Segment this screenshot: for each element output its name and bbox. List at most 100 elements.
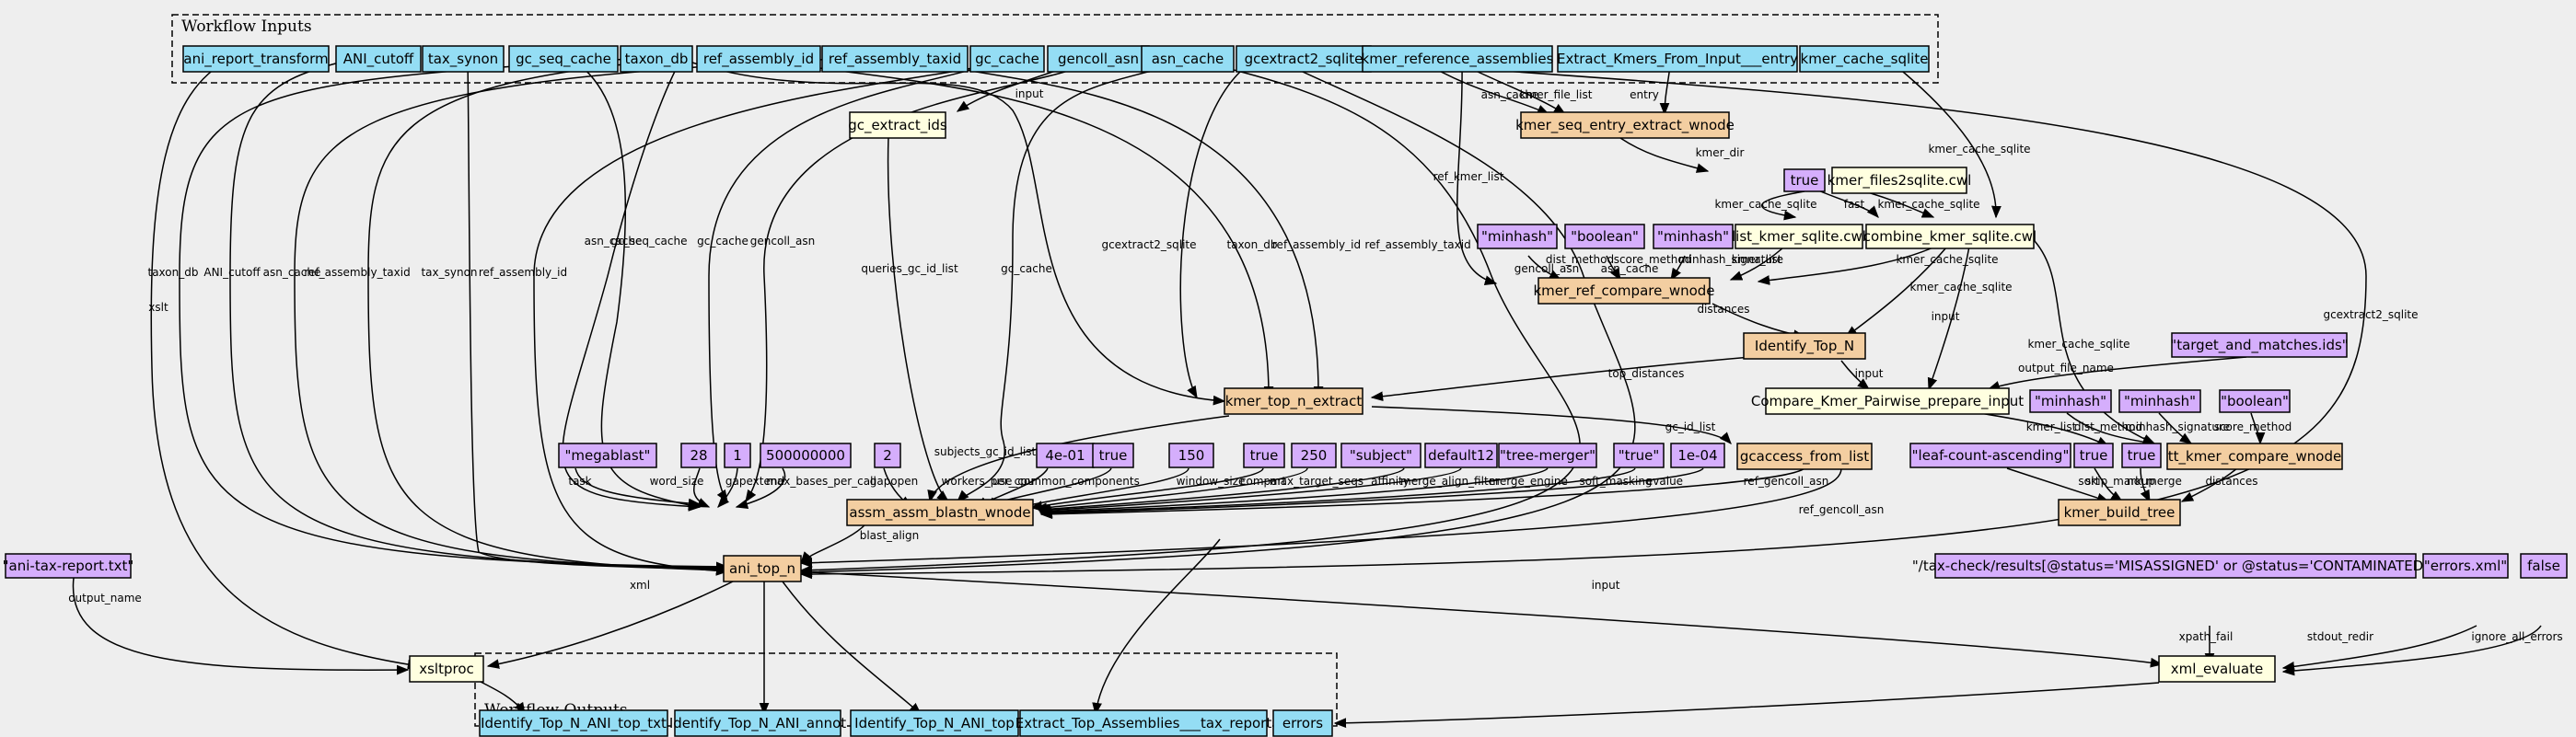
node-c-ani-tax-report[interactable]: "ani-tax-report.txt"	[3, 553, 134, 579]
node-c-subject[interactable]: "subject"	[1340, 443, 1421, 468]
node-c-1[interactable]: 1	[724, 443, 751, 468]
node-c-boolean-2[interactable]: "boolean"	[2219, 389, 2291, 413]
edge-label: word_size	[650, 475, 704, 488]
node-label: Identify_Top_N_ANI_top	[854, 715, 1015, 732]
node-label: "errors.xml"	[2424, 558, 2507, 574]
node-out-annot[interactable]: Identify_Top_N_ANI_annot	[669, 709, 846, 737]
node-kmer-cache-sqlite[interactable]: kmer_cache_sqlite	[1799, 45, 1930, 73]
node-label: errors	[1282, 715, 1323, 731]
node-c-minhash-4[interactable]: "minhash"	[2118, 389, 2201, 413]
edge-label: queries_gc_id_list	[861, 262, 958, 275]
node-label: kmer_files2sqlite.cwl	[1828, 172, 1972, 190]
node-taxon-db[interactable]: taxon_db	[620, 45, 693, 73]
node-c-minhash-1[interactable]: "minhash"	[1477, 224, 1558, 249]
node-c-true-4[interactable]: true	[2073, 443, 2114, 468]
node-gc-seq-cache[interactable]: gc_seq_cache	[508, 45, 619, 73]
node-box	[1865, 224, 2035, 249]
node-label: tt_kmer_compare_wnode	[2168, 448, 2341, 466]
node-c-true-2[interactable]: true	[1092, 443, 1134, 468]
node-asn-cache[interactable]: asn_cache	[1141, 45, 1235, 73]
node-c-leaf-count[interactable]: "leaf-count-ascending"	[1909, 443, 2071, 468]
node-c-megablast[interactable]: "megablast"	[558, 443, 657, 468]
edge-label: score_method	[2214, 420, 2292, 433]
node-ref-assembly-id[interactable]: ref_assembly_id	[696, 45, 821, 73]
node-compare-kmer-pairwise-prepare-input[interactable]: Compare_Kmer_Pairwise_prepare_input	[1751, 387, 2024, 415]
node-label: Identify_Top_N_ANI_top_txt	[481, 715, 667, 732]
node-gc-extract-ids[interactable]: gc_extract_ids	[848, 111, 947, 139]
node-label: "tree-merger"	[1500, 447, 1595, 464]
node-combine-kmer-sqlite[interactable]: combine_kmer_sqlite.cwl	[1863, 224, 2036, 249]
node-ani-top-n[interactable]: ani_top_n	[723, 555, 802, 582]
edge-label: max_bases_per_call	[766, 475, 876, 488]
node-box	[1783, 168, 1826, 192]
node-c-xpath[interactable]: "/tax-check/results[@status='MISASSIGNED…	[1912, 553, 2439, 579]
node-extract-kmers-from-input---entry[interactable]: Extract_Kmers_From_Input___entry	[1557, 45, 1798, 73]
node-c-default12[interactable]: default12	[1424, 443, 1498, 468]
node-ani-report-transform[interactable]: ani_report_transform	[182, 45, 330, 73]
node-gcaccess-from-list[interactable]: gcaccess_from_list	[1736, 443, 1873, 470]
node-xsltproc[interactable]: xsltproc	[409, 655, 484, 683]
node-out-txt[interactable]: Identify_Top_N_ANI_top_txt	[479, 709, 668, 737]
node-out-errors[interactable]: errors	[1272, 709, 1333, 737]
node-list-kmer-sqlite[interactable]: list_kmer_sqlite.cwl	[1732, 224, 1866, 249]
node-label: Extract_Top_Assemblies___tax_report	[1015, 715, 1272, 732]
workflow-inputs-title: Workflow Inputs	[181, 17, 312, 36]
node-c-minhash-3[interactable]: "minhash"	[2029, 389, 2112, 413]
edge-label: taxon_db	[1227, 238, 1278, 251]
node-ani-cutoff[interactable]: ANI_cutoff	[335, 45, 422, 73]
edge-label: affinity	[1371, 475, 1410, 488]
node-kmer-files2sqlite[interactable]: kmer_files2sqlite.cwl	[1828, 167, 1972, 194]
node-gc-cache[interactable]: gc_cache	[969, 45, 1045, 73]
node-ref-assembly-taxid[interactable]: ref_assembly_taxid	[821, 45, 969, 73]
node-kmer-top-n-extract[interactable]: kmer_top_n_extract	[1224, 387, 1363, 415]
node-kmer-ref-compare-wnode[interactable]: kmer_ref_compare_wnode	[1533, 277, 1715, 305]
node-out-top[interactable]: Identify_Top_N_ANI_top	[850, 709, 1019, 737]
node-c-500000000[interactable]: 500000000	[760, 443, 852, 468]
node-label: 500000000	[766, 447, 845, 464]
node-assm-assm-blastn-wnode[interactable]: assm_assm_blastn_wnode	[846, 499, 1034, 526]
edge-label: max_target_seqs	[1270, 475, 1363, 488]
node-c-1e04[interactable]: 1e-04	[1670, 443, 1725, 468]
node-c-true-5[interactable]: true	[2121, 443, 2162, 468]
node-c-false[interactable]: false	[2520, 553, 2568, 579]
edge-label: task	[568, 475, 591, 488]
edge-label: top_distances	[1608, 367, 1685, 380]
node-gencoll-asn[interactable]: gencoll_asn	[1047, 45, 1150, 73]
node-tax-synon[interactable]: tax_synon	[422, 45, 505, 73]
node-label: 4e-01	[1045, 447, 1085, 464]
node-c-errors-xml[interactable]: "errors.xml"	[2422, 553, 2509, 579]
node-c-true-3[interactable]: true	[1243, 443, 1285, 468]
edge-label: kmer_cache_sqlite	[2027, 338, 2129, 351]
node-c-target-and-matches[interactable]: "target_and_matches.ids"	[2170, 332, 2349, 358]
node-c-minhash-2[interactable]: "minhash"	[1653, 224, 1734, 249]
edge-label: input	[1015, 87, 1044, 100]
node-label: ANI_cutoff	[343, 51, 414, 68]
edge-label: workers_per_cpu	[942, 475, 1035, 488]
node-box	[1224, 387, 1363, 415]
node-kmer-build-tree[interactable]: kmer_build_tree	[2058, 499, 2181, 526]
node-label: gc_cache	[975, 51, 1039, 68]
node-xml-evaluate[interactable]: xml_evaluate	[2158, 655, 2276, 683]
node-c-true-str[interactable]: "true"	[1613, 443, 1665, 468]
node-identify-top-n[interactable]: Identify_Top_N	[1743, 332, 1866, 360]
node-out-tax-report[interactable]: Extract_Top_Assemblies___tax_report	[1015, 709, 1272, 737]
edge-label: input	[1592, 579, 1620, 592]
node-c-boolean-1[interactable]: "boolean"	[1564, 224, 1645, 249]
node-c-true-1[interactable]: true	[1783, 168, 1826, 192]
node-c-250[interactable]: 250	[1291, 443, 1337, 468]
node-kmer-reference-assemblies[interactable]: kmer_reference_assemblies	[1362, 45, 1554, 73]
node-c-150[interactable]: 150	[1168, 443, 1214, 468]
node-kmer-seq-entry-extract-wnode[interactable]: kmer_seq_entry_extract_wnode	[1515, 111, 1735, 139]
node-c-2[interactable]: 2	[874, 443, 901, 468]
node-label: true	[2128, 447, 2156, 464]
node-tt-kmer-compare-wnode[interactable]: tt_kmer_compare_wnode	[2166, 443, 2343, 470]
node-label: 1	[733, 447, 742, 464]
node-c-4e01[interactable]: 4e-01	[1036, 443, 1095, 468]
node-c-28[interactable]: 28	[680, 443, 717, 468]
node-box	[2520, 553, 2568, 579]
node-label: "boolean"	[2221, 393, 2289, 409]
node-gcextract2-sqlite[interactable]: gcextract2_sqlite	[1236, 45, 1372, 73]
node-c-tree-merger[interactable]: "tree-merger"	[1498, 443, 1597, 468]
